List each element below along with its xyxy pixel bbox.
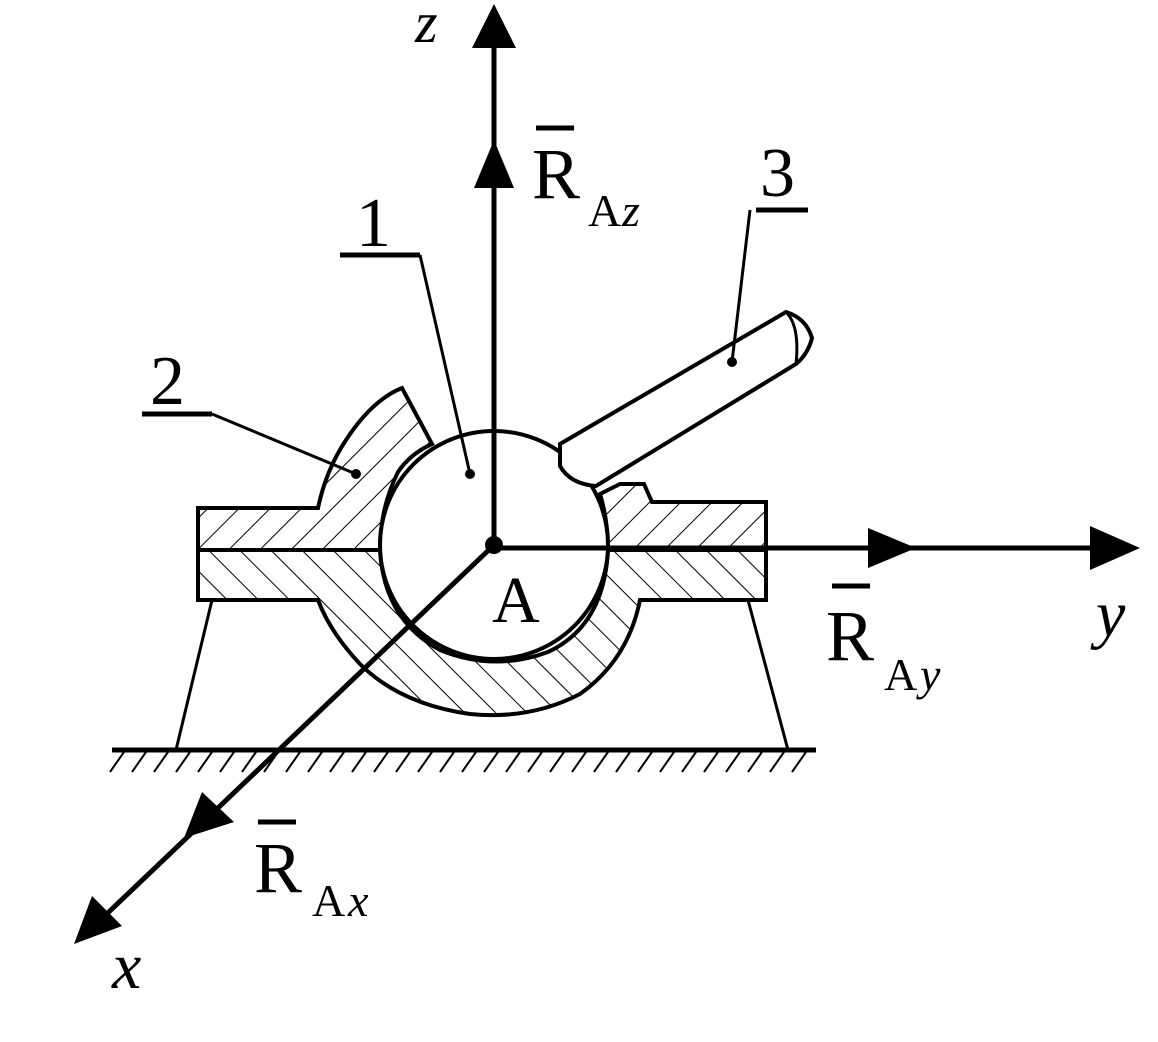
- ground-hatch-tick: [439, 751, 455, 773]
- leader-dots: [351, 357, 737, 479]
- ground-hatch-tick: [527, 751, 543, 773]
- ground-hatch-tick: [307, 751, 323, 773]
- ground-hatch-tick: [373, 751, 389, 773]
- point-a-label: A: [492, 564, 540, 637]
- leader-lines: [142, 207, 808, 476]
- ground-hatch-tick: [329, 751, 345, 773]
- svg-text:y: y: [916, 649, 941, 700]
- part-2-label: 2: [150, 343, 185, 420]
- svg-text:A: A: [312, 875, 345, 926]
- ground-hatch-tick: [219, 751, 235, 773]
- ground-hatch-tick: [505, 751, 521, 773]
- force-raz-label: R A z: [532, 125, 640, 236]
- svg-text:A: A: [588, 185, 621, 236]
- ground-hatch-tick: [351, 751, 367, 773]
- ground-hatch-tick: [153, 751, 169, 773]
- ground-hatch-tick: [175, 751, 191, 773]
- x-axis-line: [90, 543, 496, 930]
- ground-hatch-tick: [769, 751, 785, 773]
- z-axis-label: z: [414, 0, 438, 55]
- part-3-label: 3: [760, 135, 795, 212]
- ground-hatch-tick: [637, 751, 653, 773]
- ground-hatch-tick: [571, 751, 587, 773]
- housing-upper-right: [597, 482, 768, 552]
- svg-text:x: x: [347, 875, 369, 926]
- ground-hatch-tick: [703, 751, 719, 773]
- ground-hatch-tick: [241, 751, 257, 773]
- ground-hatch-tick: [131, 751, 147, 773]
- svg-text:R: R: [254, 828, 302, 908]
- ground-hatch-tick: [681, 751, 697, 773]
- ground-hatch-tick: [615, 751, 631, 773]
- ground-hatch-tick: [593, 751, 609, 773]
- ground-hatch-tick: [549, 751, 565, 773]
- support-legs: [174, 599, 790, 751]
- ground-hatch-tick: [109, 751, 125, 773]
- ground-hatch-tick: [417, 751, 433, 773]
- ground-hatch-tick: [791, 751, 807, 773]
- rod: [558, 309, 815, 489]
- ground-hatch-tick: [483, 751, 499, 773]
- ground-hatch-tick: [659, 751, 675, 773]
- force-rax-label: R A x: [254, 819, 369, 926]
- ground-hatch-tick: [197, 751, 213, 773]
- ground-hatch-tick: [461, 751, 477, 773]
- z-axis: [472, 4, 516, 545]
- ground-hatch-tick: [725, 751, 741, 773]
- ground-hatch-tick: [285, 751, 301, 773]
- svg-text:R: R: [532, 134, 580, 214]
- svg-text:R: R: [826, 596, 874, 676]
- ground-hatch-tick: [395, 751, 411, 773]
- force-ray-label: R A y: [826, 583, 941, 700]
- x-axis-label: x: [111, 930, 141, 1003]
- part-1-label: 1: [356, 185, 391, 262]
- y-axis-label: y: [1090, 578, 1126, 651]
- ground: [109, 747, 816, 773]
- svg-text:z: z: [621, 185, 640, 236]
- svg-text:A: A: [884, 649, 917, 700]
- ground-hatch-tick: [747, 751, 763, 773]
- x-axis-arrows: [74, 792, 234, 944]
- point-a-marker: [485, 536, 503, 554]
- y-axis: [494, 526, 1140, 570]
- housing-lower: [196, 548, 768, 718]
